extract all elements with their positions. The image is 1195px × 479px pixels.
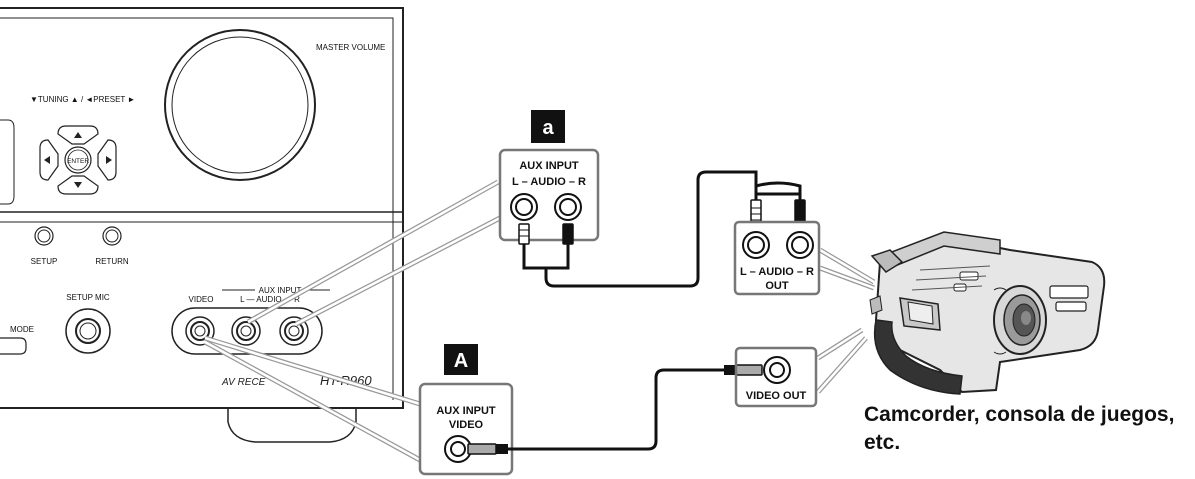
return-button[interactable] — [102, 226, 122, 246]
callout-audio-subtitle: L – AUDIO – R — [512, 176, 586, 188]
receiver-aux-input-label: AUX INPUT — [259, 286, 302, 295]
mode-label: MODE — [10, 325, 34, 334]
zoom-leader-video — [203, 335, 422, 463]
audio-plug-left-white — [518, 223, 530, 245]
video-plug-device — [724, 364, 763, 376]
master-volume-label: MASTER VOLUME — [316, 43, 385, 52]
receiver-model-label: AV RECE — [221, 377, 266, 388]
setup-label: SETUP — [31, 257, 58, 266]
device-audio-l-jack — [742, 231, 770, 259]
cursor-up-button[interactable] — [57, 125, 99, 145]
device-video-label: VIDEO OUT — [746, 390, 807, 402]
setup-button[interactable] — [34, 226, 54, 246]
callout-audio-r-jack — [554, 193, 582, 221]
callout-letter-audio: a — [542, 117, 554, 139]
zoom-leader-audio — [246, 179, 502, 327]
callout-video-title: AUX INPUT — [436, 405, 496, 417]
receiver-video-label: VIDEO — [189, 295, 214, 304]
receiver-audio-label: L — AUDIO — R — [240, 295, 300, 304]
setup-mic-jack[interactable] — [65, 308, 111, 354]
display-window-edge — [0, 119, 15, 205]
zoom-leader-camcorder-audio — [818, 247, 876, 291]
callout-video-jack — [444, 435, 472, 463]
device-video-panel — [734, 346, 818, 408]
device-caption-line1: Camcorder, consola de juegos, — [864, 403, 1174, 426]
device-audio-label: L – AUDIO – R — [740, 266, 814, 278]
setup-mic-label: SETUP MIC — [66, 293, 110, 302]
callout-audio-l-jack — [510, 193, 538, 221]
receiver-audio-l-jack[interactable] — [231, 316, 261, 346]
device-audio-r-jack — [786, 231, 814, 259]
device-audio-plug-left-white — [750, 199, 762, 227]
mode-button[interactable] — [0, 337, 27, 355]
device-video-jack — [763, 356, 791, 384]
camcorder-illustration — [869, 231, 1106, 395]
callout-video-subtitle: VIDEO — [449, 419, 484, 431]
enter-button[interactable] — [64, 146, 92, 174]
return-label: RETURN — [95, 257, 129, 266]
tuning-preset-label: ▼TUNING ▲ / ◄PRESET ► — [30, 95, 135, 104]
callout-letter-box-audio — [531, 110, 565, 143]
device-audio-out-label: OUT — [765, 280, 789, 292]
cursor-down-button[interactable] — [57, 175, 99, 195]
video-plug-receiver — [467, 443, 508, 455]
enter-label: ENTER — [67, 158, 89, 165]
audio-cable — [522, 170, 802, 288]
cursor-right-button[interactable] — [97, 139, 117, 181]
zoom-leader-camcorder-video — [816, 327, 868, 394]
callout-audio-title: AUX INPUT — [519, 160, 579, 172]
cursor-left-button[interactable] — [39, 139, 59, 181]
video-cable — [508, 368, 724, 451]
audio-plug-right-black — [562, 223, 574, 245]
callout-letter-box-video — [444, 344, 478, 375]
device-caption-line2: etc. — [864, 431, 900, 454]
callout-letter-video: A — [454, 350, 468, 372]
cursor-pad[interactable]: ENTER — [39, 125, 117, 195]
master-volume-knob[interactable] — [164, 29, 316, 181]
